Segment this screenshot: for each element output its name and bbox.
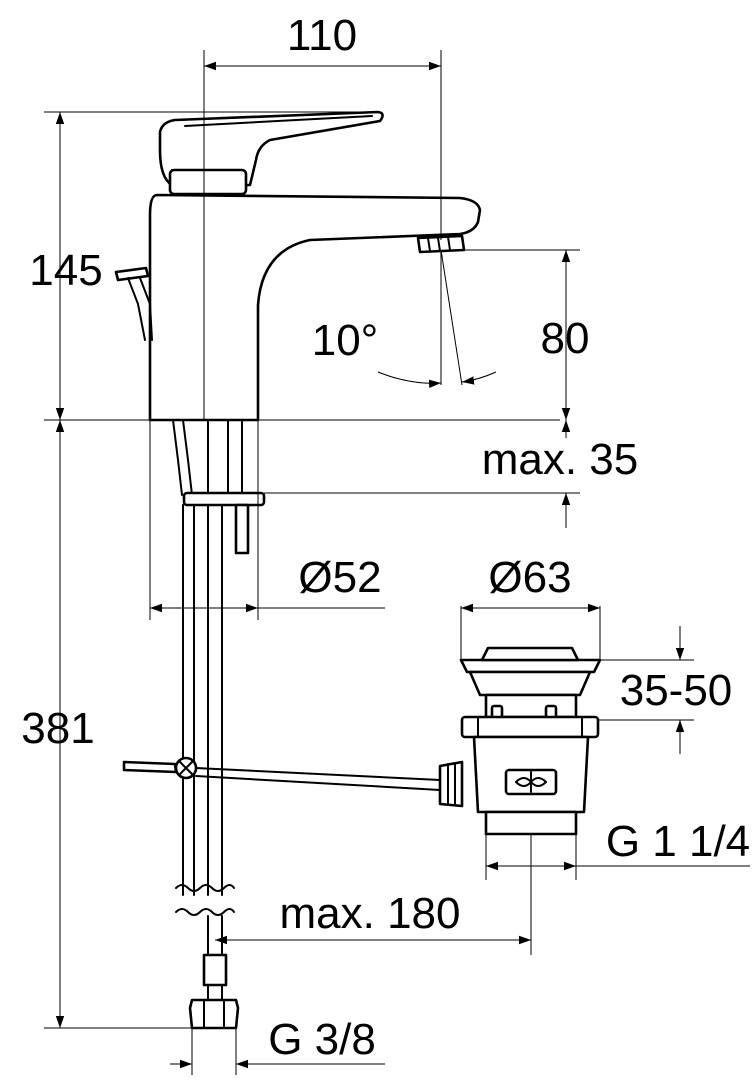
faucet-body: [114, 110, 482, 422]
dim-width-110: 110: [203, 11, 442, 420]
dim-height-381: 381: [21, 420, 192, 1029]
drain-flange: [459, 658, 602, 674]
faucet-lever: [158, 110, 384, 187]
dim-label-diameter-52: Ø52: [298, 553, 381, 602]
dim-label-g38: G 3/8: [268, 1015, 376, 1064]
dim-angle-10: 10°: [312, 249, 497, 388]
dim-height-145: 145: [29, 111, 560, 421]
faucet-collar: [168, 168, 248, 196]
dim-label-110: 110: [287, 11, 357, 60]
fixing-nut: [182, 491, 266, 507]
dim-thread-g114: G 1 1/4: [485, 817, 750, 880]
dim-label-g114: G 1 1/4: [606, 817, 750, 866]
dim-range-35-50: 35-50: [598, 626, 732, 754]
popup-linkage: [122, 756, 464, 808]
faucet-spout-body: [148, 193, 482, 422]
popup-rod-knob: [114, 266, 150, 282]
dim-label-381: 381: [21, 704, 94, 753]
dim-diameter-52: Ø52: [149, 420, 385, 620]
faucet-shank: [172, 419, 266, 1030]
dim-label-diameter-63: Ø63: [488, 553, 571, 602]
dim-label-80: 80: [541, 314, 590, 363]
dim-label-145: 145: [29, 246, 102, 295]
dim-label-max-35: max. 35: [482, 435, 639, 484]
dim-thread-g38: G 3/8: [170, 1015, 385, 1075]
hose-fitting-nut: [188, 998, 240, 1030]
dim-label-max-180: max. 180: [280, 889, 461, 938]
drain-locknut: [460, 715, 600, 739]
dim-height-80: 80: [462, 249, 590, 420]
dim-label-10-degrees: 10°: [312, 316, 379, 365]
drain-waste: [459, 646, 602, 836]
dim-max-35: max. 35: [264, 420, 638, 528]
dim-label-35-50: 35-50: [620, 666, 733, 715]
dim-diameter-63: Ø63: [460, 553, 601, 660]
dim-max-180: max. 180: [215, 834, 532, 955]
